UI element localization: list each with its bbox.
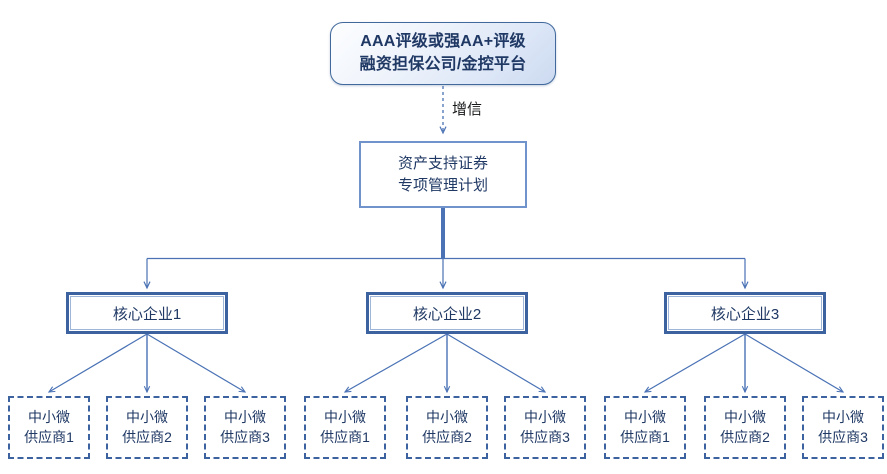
supplier-line-7-a: 中小微 (624, 408, 666, 425)
supplier-line-4-a: 中小微 (324, 408, 366, 425)
edges-core1-to-suppliers (47, 333, 247, 394)
supplier-line-2-b: 供应商2 (122, 428, 172, 445)
supplier-line-4-b: 供应商1 (320, 428, 370, 445)
supplier-node-7[interactable]: 中小微 供应商1 (604, 396, 686, 459)
supplier-line-7-b: 供应商1 (620, 428, 670, 445)
core-enterprise-node-2[interactable]: 核心企业2 (366, 292, 528, 334)
core-enterprise-node-3[interactable]: 核心企业3 (664, 292, 826, 334)
supplier-node-2[interactable]: 中小微 供应商2 (106, 396, 188, 459)
supplier-line-3-b: 供应商3 (220, 428, 270, 445)
guarantor-line-1: AAA评级或强AA+评级 (360, 32, 526, 50)
supplier-line-1-b: 供应商1 (24, 428, 74, 445)
supplier-line-3-a: 中小微 (224, 408, 266, 425)
supplier-node-1[interactable]: 中小微 供应商1 (8, 396, 90, 459)
abs-plan-node[interactable]: 资产支持证券 专项管理计划 (359, 141, 527, 208)
supplier-line-9-a: 中小微 (822, 408, 864, 425)
supplier-line-9-b: 供应商3 (818, 428, 868, 445)
abs-plan-line-1: 资产支持证券 (397, 154, 488, 172)
edges-core3-to-suppliers (643, 333, 845, 394)
supplier-line-6-a: 中小微 (524, 408, 566, 425)
supplier-node-6[interactable]: 中小微 供应商3 (504, 396, 586, 459)
supplier-line-2-a: 中小微 (126, 408, 168, 425)
supplier-line-8-a: 中小微 (724, 408, 766, 425)
supplier-node-9[interactable]: 中小微 供应商3 (802, 396, 884, 459)
edges-core2-to-suppliers (343, 333, 547, 394)
core-enterprise-label-2: 核心企业2 (370, 296, 524, 330)
supplier-line-5-a: 中小微 (426, 408, 468, 425)
guarantor-line-2: 融资担保公司/金控平台 (359, 55, 527, 73)
supplier-node-5[interactable]: 中小微 供应商2 (406, 396, 488, 459)
supplier-line-8-b: 供应商2 (720, 428, 770, 445)
core-enterprise-label-1: 核心企业1 (70, 296, 224, 330)
guarantor-node[interactable]: AAA评级或强AA+评级 融资担保公司/金控平台 (330, 22, 556, 85)
supplier-line-5-b: 供应商2 (422, 428, 472, 445)
distribution-bus (143, 257, 749, 290)
abs-plan-line-2: 专项管理计划 (397, 176, 488, 194)
supplier-node-8[interactable]: 中小微 供应商2 (704, 396, 786, 459)
supplier-line-6-b: 供应商3 (520, 428, 570, 445)
supplier-node-3[interactable]: 中小微 供应商3 (204, 396, 286, 459)
supplier-node-4[interactable]: 中小微 供应商1 (304, 396, 386, 459)
core-enterprise-node-1[interactable]: 核心企业1 (66, 292, 228, 334)
supplier-line-1-a: 中小微 (28, 408, 70, 425)
core-enterprise-label-3: 核心企业3 (668, 296, 822, 330)
edge-label-credit-enhancement: 增信 (452, 101, 483, 118)
